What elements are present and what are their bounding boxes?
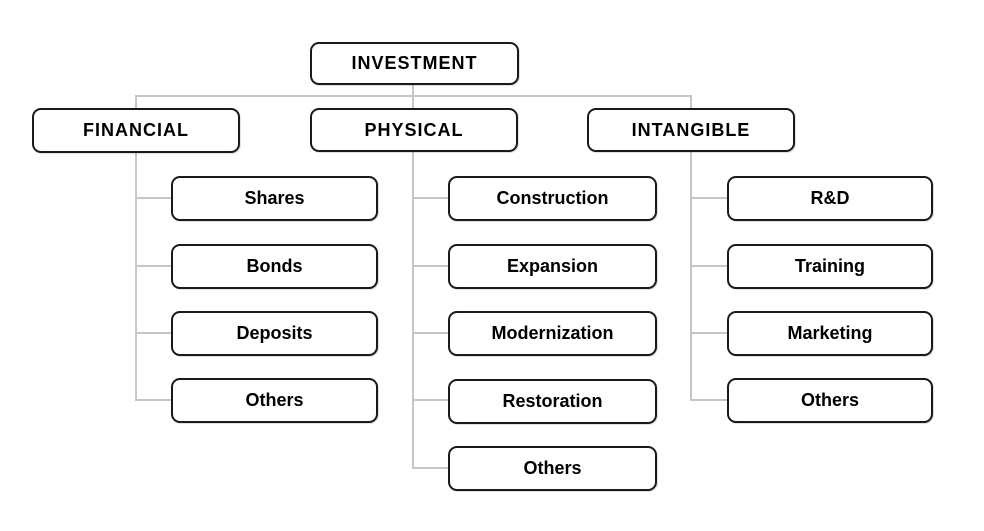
connector-drop-intangible: [690, 95, 692, 108]
node-modernization: Modernization: [448, 311, 657, 356]
connector-stub-intangible-1: [690, 197, 727, 199]
connector-stub-physical-3: [412, 332, 448, 334]
node-intangible: INTANGIBLE: [587, 108, 795, 152]
connector-stub-financial-3: [135, 332, 171, 334]
connector-stub-physical-4: [412, 399, 448, 401]
connector-stub-intangible-4: [690, 399, 727, 401]
node-bonds: Bonds: [171, 244, 378, 289]
connector-stub-physical-5: [412, 467, 448, 469]
node-physical: PHYSICAL: [310, 108, 518, 152]
node-marketing: Marketing: [727, 311, 933, 356]
connector-trunk-physical: [412, 152, 414, 469]
node-investment: INVESTMENT: [310, 42, 519, 85]
connector-stub-physical-1: [412, 197, 448, 199]
connector-trunk-intangible: [690, 152, 692, 401]
node-restoration: Restoration: [448, 379, 657, 424]
connector-stub-financial-4: [135, 399, 171, 401]
node-physical-others: Others: [448, 446, 657, 491]
connector-root-drop: [412, 84, 414, 97]
connector-stub-physical-2: [412, 265, 448, 267]
node-training: Training: [727, 244, 933, 289]
node-financial-others: Others: [171, 378, 378, 423]
connector-drop-financial: [135, 95, 137, 108]
connector-trunk-financial: [135, 153, 137, 401]
node-intangible-others: Others: [727, 378, 933, 423]
connector-drop-physical: [412, 95, 414, 108]
connector-stub-financial-1: [135, 197, 171, 199]
node-rnd: R&D: [727, 176, 933, 221]
node-financial: FINANCIAL: [32, 108, 240, 153]
node-construction: Construction: [448, 176, 657, 221]
node-shares: Shares: [171, 176, 378, 221]
connector-stub-intangible-3: [690, 332, 727, 334]
node-deposits: Deposits: [171, 311, 378, 356]
connector-stub-financial-2: [135, 265, 171, 267]
connector-stub-intangible-2: [690, 265, 727, 267]
node-expansion: Expansion: [448, 244, 657, 289]
